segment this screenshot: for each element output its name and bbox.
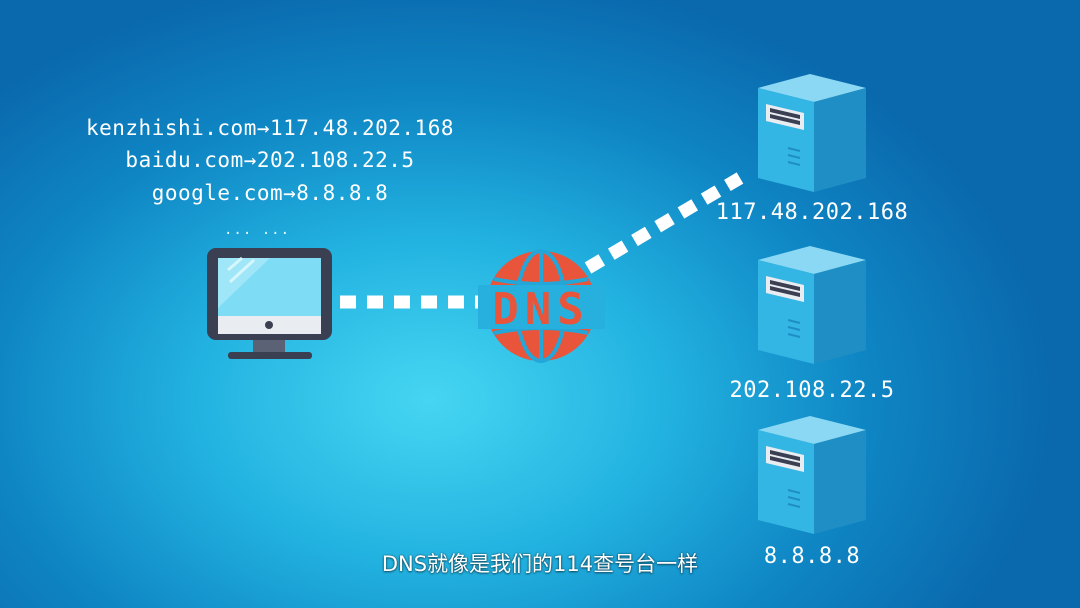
mapping-line-2: baidu.com→202.108.22.5 — [125, 148, 415, 172]
server-ip-2: 202.108.22.5 — [729, 378, 895, 403]
dns-label: DNS — [492, 284, 589, 335]
server-ip-1: 117.48.202.168 — [715, 200, 909, 225]
connector-dns-server — [584, 172, 744, 274]
server-icon — [758, 74, 866, 192]
server-ip-3: 8.8.8.8 — [763, 544, 861, 569]
server-icon — [758, 246, 866, 364]
mapping-line-3: google.com→8.8.8.8 — [151, 181, 389, 205]
mapping-line-1: kenzhishi.com→117.48.202.168 — [85, 116, 454, 140]
server-icon — [758, 416, 866, 534]
subtitle-caption: DNS就像是我们的114查号台一样 — [381, 552, 699, 576]
monitor-icon — [207, 248, 332, 359]
mapping-ellipsis: ... ... — [224, 222, 291, 238]
dns-globe-icon: DNS — [478, 249, 605, 363]
